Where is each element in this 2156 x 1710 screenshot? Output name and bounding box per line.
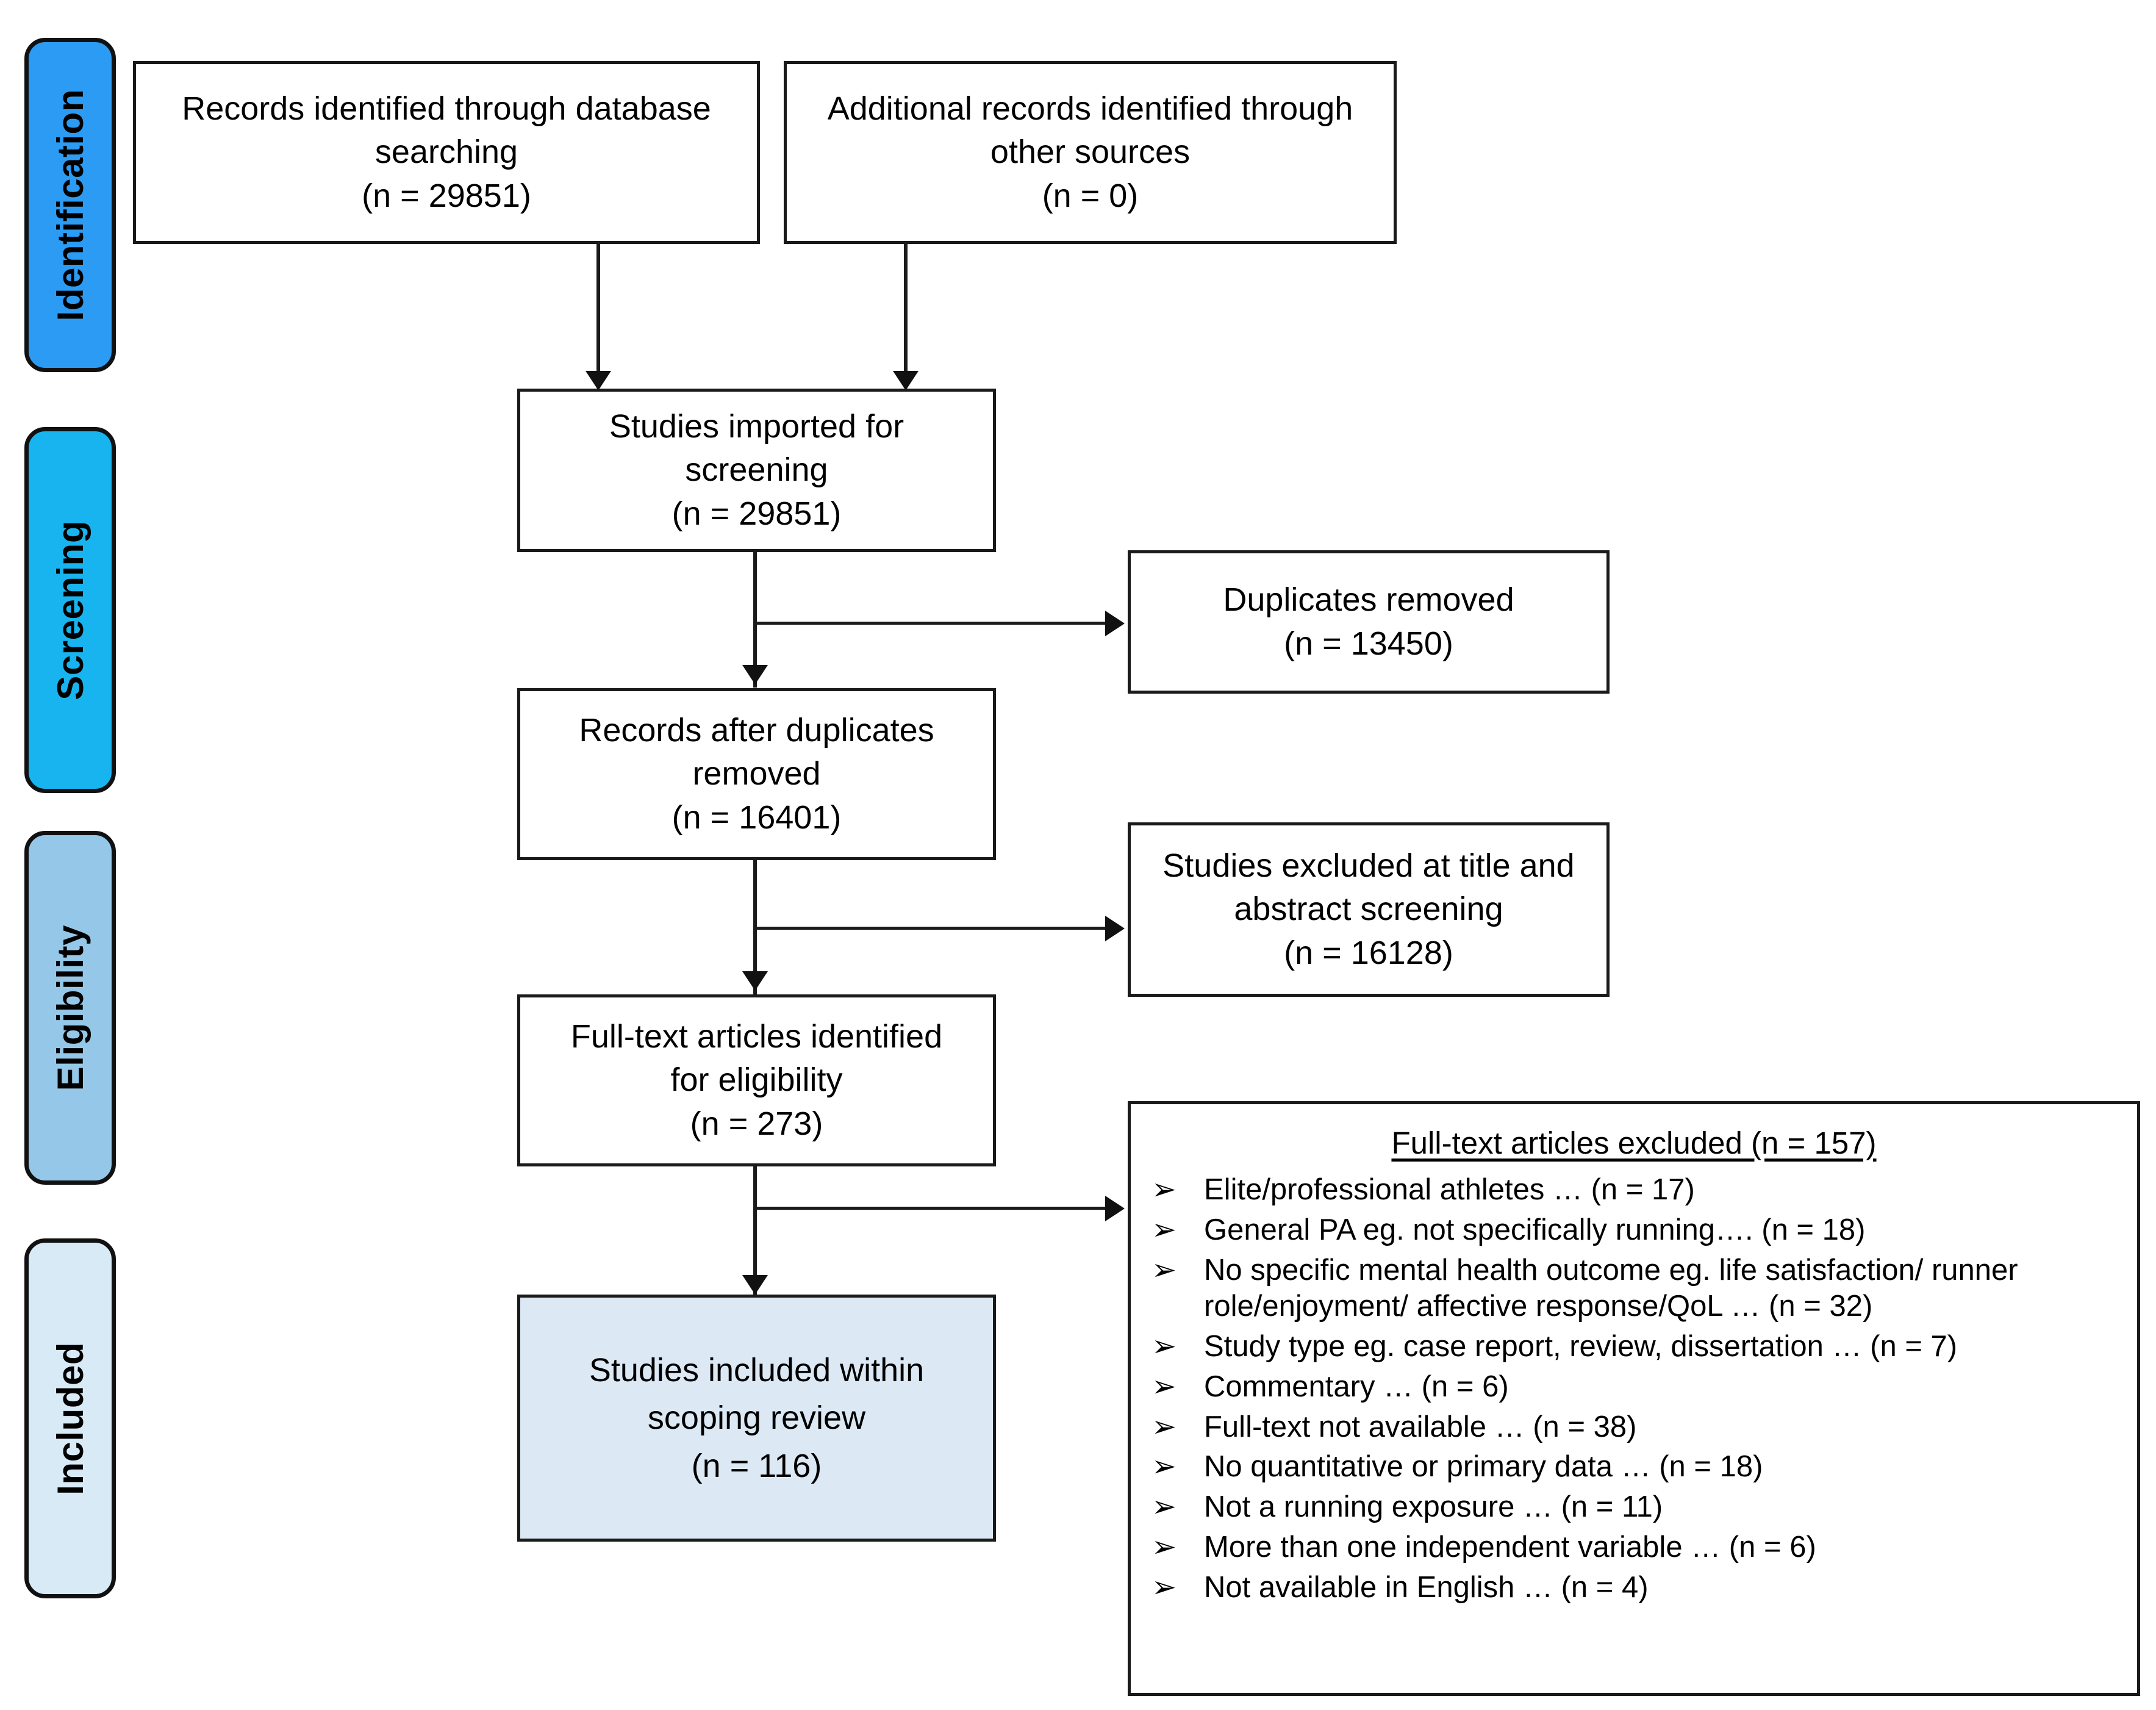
box-fulltext-eligibility-line-2: for eligibility: [670, 1062, 843, 1099]
stage-band-identification: Identification: [24, 38, 116, 372]
stage-band-screening: Screening: [24, 427, 116, 793]
exclusion-reason-text: Not a running exposure … (n = 11): [1204, 1490, 1663, 1524]
exclusion-list-item: ➢ No specific mental health outcome eg. …: [1151, 1252, 2116, 1326]
box-duplicates-removed: Duplicates removed (n = 13450): [1128, 550, 1610, 694]
chevron-bullet-icon: ➢: [1151, 1530, 1177, 1564]
exclusion-reason-list: ➢ Elite/professional athletes … (n = 17)…: [1151, 1172, 2116, 1606]
exclusion-reason-text: Full-text not available … (n = 38): [1204, 1410, 1637, 1443]
panel-fulltext-articles-excluded: Full-text articles excluded (n = 157) ➢ …: [1128, 1101, 2140, 1696]
exclusion-reason-text: General PA eg. not specifically running……: [1204, 1213, 1866, 1246]
exclusion-reason-text: Elite/professional athletes … (n = 17): [1204, 1173, 1695, 1206]
box-studies-included-scoping-review: Studies included within scoping review (…: [517, 1295, 996, 1542]
box-records-other-sources-line-2: other sources: [990, 134, 1191, 171]
arrowhead-db-to-imported: [586, 371, 611, 390]
box-studies-imported-screening-line-3: (n = 29851): [672, 495, 842, 532]
chevron-bullet-icon: ➢: [1151, 1410, 1177, 1443]
connector-other-to-imported: [904, 244, 908, 374]
stage-band-included-label: Included: [49, 1342, 91, 1495]
chevron-bullet-icon: ➢: [1151, 1450, 1177, 1484]
connector-fulltext-to-included: [753, 1166, 757, 1296]
exclusion-list-item: ➢ Not available in English … (n = 4): [1151, 1570, 2116, 1606]
chevron-bullet-icon: ➢: [1151, 1173, 1177, 1206]
exclusion-list-item: ➢ Elite/professional athletes … (n = 17): [1151, 1172, 2116, 1209]
connector-branch-duplicates: [755, 622, 1110, 625]
box-records-after-duplicates-line-1: Records after duplicates: [579, 712, 934, 749]
box-fulltext-eligibility-line-3: (n = 273): [690, 1105, 823, 1142]
box-studies-included-scoping-review-line-3: (n = 116): [691, 1447, 822, 1484]
box-records-after-duplicates-line-3: (n = 16401): [672, 799, 842, 836]
chevron-bullet-icon: ➢: [1151, 1370, 1177, 1403]
box-excluded-title-abstract-line-1: Studies excluded at title and: [1162, 847, 1575, 885]
connector-db-to-imported: [596, 244, 600, 374]
arrowhead-other-to-imported: [893, 371, 919, 390]
box-duplicates-removed-line-2: (n = 13450): [1284, 625, 1453, 662]
exclusion-list-item: ➢ Commentary … (n = 6): [1151, 1369, 2116, 1406]
box-studies-imported-screening-line-1: Studies imported for: [609, 408, 904, 445]
box-excluded-title-abstract-line-3: (n = 16128): [1284, 934, 1453, 971]
connector-branch-fulltext-excluded: [755, 1207, 1110, 1210]
exclusion-list-item: ➢ Not a running exposure … (n = 11): [1151, 1489, 2116, 1526]
chevron-bullet-icon: ➢: [1151, 1490, 1177, 1524]
box-studies-imported-screening-line-2: screening: [685, 451, 828, 489]
exclusion-reason-text: Commentary … (n = 6): [1204, 1370, 1509, 1403]
exclusion-list-item: ➢ General PA eg. not specifically runnin…: [1151, 1212, 2116, 1249]
box-records-other-sources: Additional records identified through ot…: [784, 61, 1397, 244]
arrowhead-imported-to-afterdup: [742, 665, 768, 684]
panel-fulltext-articles-excluded-title: Full-text articles excluded (n = 157): [1391, 1126, 1877, 1160]
arrowhead-afterdup-to-fulltext: [742, 971, 768, 991]
box-records-after-duplicates: Records after duplicates removed (n = 16…: [517, 688, 996, 860]
exclusion-reason-text: Study type eg. case report, review, diss…: [1204, 1330, 1958, 1363]
box-excluded-title-abstract: Studies excluded at title and abstract s…: [1128, 822, 1610, 997]
box-fulltext-eligibility-line-1: Full-text articles identified: [570, 1018, 943, 1055]
stage-band-eligibility-label: Eligibility: [49, 924, 91, 1091]
chevron-bullet-icon: ➢: [1151, 1570, 1177, 1604]
exclusion-list-item: ➢ Full-text not available … (n = 38): [1151, 1409, 2116, 1446]
box-fulltext-eligibility: Full-text articles identified for eligib…: [517, 994, 996, 1166]
chevron-bullet-icon: ➢: [1151, 1253, 1177, 1287]
exclusion-reason-text: Not available in English … (n = 4): [1204, 1570, 1649, 1604]
box-records-database-search-line-1: Records identified through database: [182, 90, 711, 128]
box-records-database-search: Records identified through database sear…: [133, 61, 760, 244]
box-records-other-sources-line-1: Additional records identified through: [827, 90, 1353, 128]
box-excluded-title-abstract-line-2: abstract screening: [1234, 891, 1503, 928]
exclusion-reason-text: More than one independent variable … (n …: [1204, 1530, 1816, 1564]
connector-imported-to-afterdup: [753, 552, 757, 688]
box-records-database-search-line-2: searching: [374, 134, 518, 171]
arrowhead-branch-fulltext-excluded: [1105, 1196, 1125, 1221]
box-studies-included-scoping-review-line-1: Studies included within: [589, 1352, 925, 1389]
box-records-after-duplicates-line-2: removed: [692, 755, 821, 792]
chevron-bullet-icon: ➢: [1151, 1213, 1177, 1246]
arrowhead-branch-duplicates: [1105, 611, 1125, 636]
stage-band-eligibility: Eligibility: [24, 831, 116, 1185]
stage-band-screening-label: Screening: [49, 520, 91, 700]
exclusion-list-item: ➢ Study type eg. case report, review, di…: [1151, 1329, 2116, 1365]
exclusion-reason-text: No quantitative or primary data … (n = 1…: [1204, 1450, 1763, 1484]
connector-branch-title-abstract: [755, 927, 1110, 930]
box-records-database-search-line-3: (n = 29851): [362, 177, 531, 214]
exclusion-list-item: ➢ More than one independent variable … (…: [1151, 1529, 2116, 1566]
stage-band-identification-label: Identification: [49, 88, 91, 322]
box-studies-imported-screening: Studies imported for screening (n = 2985…: [517, 389, 996, 552]
stage-band-included: Included: [24, 1238, 116, 1598]
exclusion-reason-text: No specific mental health outcome eg. li…: [1204, 1253, 2018, 1323]
box-duplicates-removed-line-1: Duplicates removed: [1223, 581, 1514, 619]
exclusion-list-item: ➢ No quantitative or primary data … (n =…: [1151, 1449, 2116, 1485]
box-records-other-sources-line-3: (n = 0): [1042, 177, 1139, 214]
box-studies-included-scoping-review-line-2: scoping review: [647, 1399, 866, 1437]
chevron-bullet-icon: ➢: [1151, 1330, 1177, 1363]
arrowhead-branch-title-abstract: [1105, 916, 1125, 941]
arrowhead-fulltext-to-included: [742, 1275, 768, 1295]
